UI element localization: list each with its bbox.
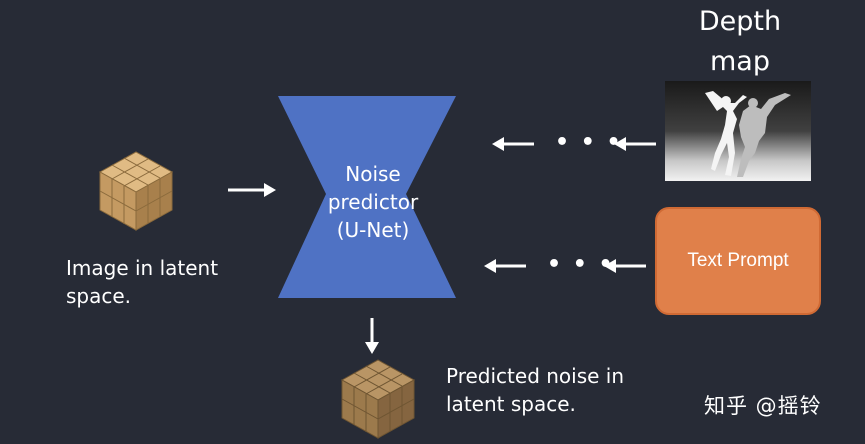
left-dancer-silhouette bbox=[705, 91, 747, 176]
depth-map-title-line2: map bbox=[710, 46, 770, 77]
ellipsis-depth: • • • bbox=[555, 130, 623, 155]
output-label-line2: latent space. bbox=[446, 392, 576, 416]
latent-cube-output-icon bbox=[340, 359, 416, 439]
right-dancer-head bbox=[748, 98, 758, 108]
unet-hourglass-fill bbox=[278, 96, 456, 298]
depth-map-title: Depth map bbox=[680, 2, 800, 82]
latent-cube-input-icon bbox=[98, 151, 174, 231]
depth-map-title-line1: Depth bbox=[698, 6, 782, 37]
depth-map-image bbox=[665, 81, 811, 181]
unet-hourglass-shape bbox=[278, 96, 456, 298]
arrow-prompt-left-2 bbox=[604, 259, 646, 273]
dancers-silhouette bbox=[705, 91, 791, 177]
left-dancer-head bbox=[721, 96, 731, 106]
text-prompt-label: Text Prompt bbox=[687, 250, 789, 271]
arrow-input-to-unet bbox=[228, 183, 276, 197]
output-label-line1: Predicted noise in bbox=[446, 364, 625, 388]
arrow-prompt-left-1 bbox=[484, 259, 526, 273]
unet-label-line2: predictor bbox=[327, 190, 419, 214]
arrow-depth-left-2 bbox=[614, 137, 656, 151]
arrow-unet-to-output bbox=[365, 318, 379, 354]
input-label: Image in latent space. bbox=[66, 254, 266, 310]
output-label: Predicted noise in latent space. bbox=[446, 362, 666, 418]
watermark-text: 知乎 @摇铃 bbox=[704, 394, 822, 418]
unet-label-line1: Noise bbox=[345, 162, 401, 186]
right-dancer-silhouette bbox=[737, 93, 791, 177]
text-prompt-box: Text Prompt bbox=[655, 207, 821, 315]
unet-label: Noise predictor (U-Net) bbox=[298, 160, 448, 244]
input-label-line2: space. bbox=[66, 284, 132, 308]
unet-label-line3: (U-Net) bbox=[336, 218, 410, 242]
ellipsis-prompt: • • • bbox=[547, 252, 615, 277]
input-label-line1: Image in latent bbox=[66, 256, 219, 280]
arrow-depth-left-1 bbox=[492, 137, 534, 151]
